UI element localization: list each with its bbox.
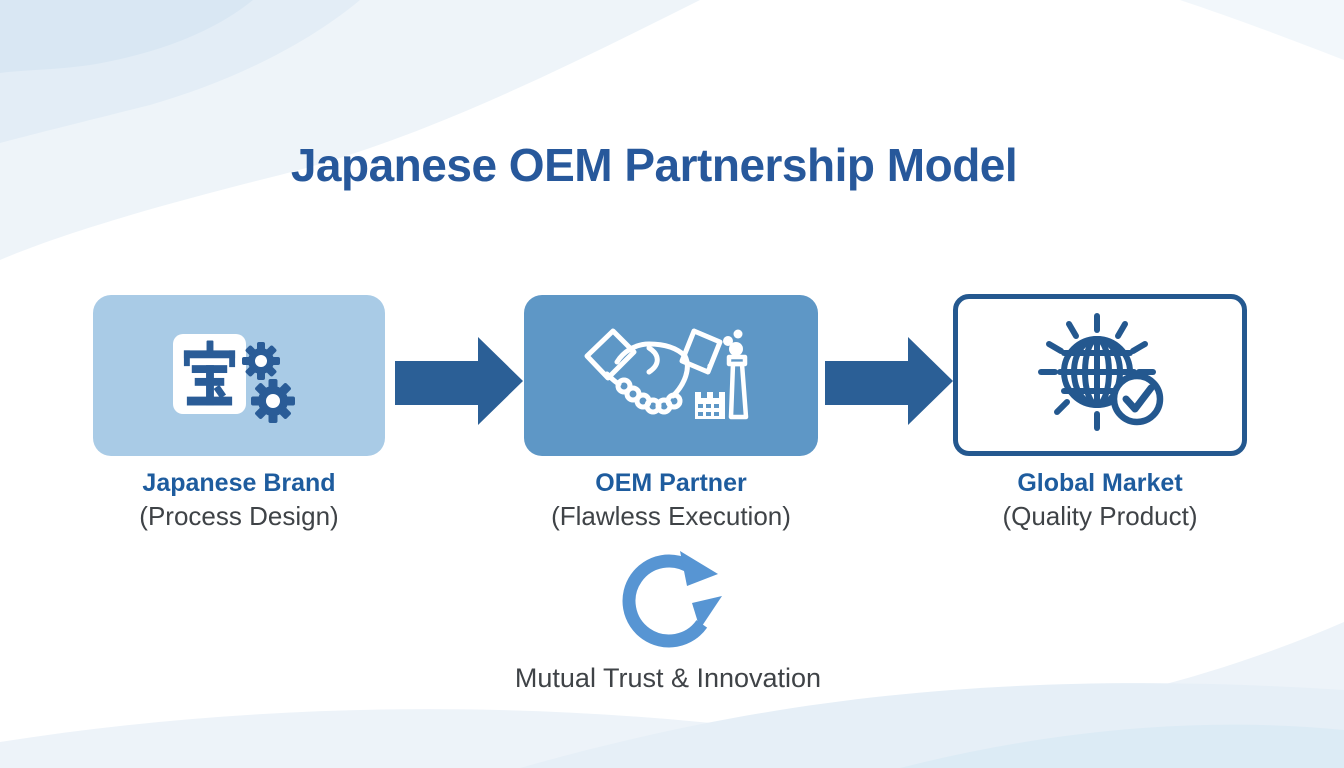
right-arrow-icon (395, 337, 523, 425)
node-japanese-brand (93, 295, 385, 456)
handshake-factory-icon (584, 328, 749, 420)
cycle-arrows-icon (622, 551, 722, 648)
node-sublabel-oem-partner: (Flawless Execution) (551, 501, 791, 531)
node-label-global-market: Global Market (1017, 469, 1183, 497)
node-sublabel-global-market: (Quality Product) (1002, 501, 1198, 531)
kanji-treasure-icon (173, 334, 246, 414)
node-label-oem-partner: OEM Partner (595, 469, 747, 497)
right-arrow-icon (825, 337, 953, 425)
node-oem-partner (524, 295, 818, 456)
page-title: Japanese OEM Partnership Model (290, 139, 1018, 191)
gears-icon (242, 342, 295, 423)
node-global-market (953, 294, 1247, 456)
globe-check-icon (1038, 313, 1164, 431)
node-label-japanese-brand: Japanese Brand (142, 469, 336, 497)
node-sublabel-japanese-brand: (Process Design) (139, 501, 339, 531)
footer-caption: Mutual Trust & Innovation (514, 663, 822, 693)
